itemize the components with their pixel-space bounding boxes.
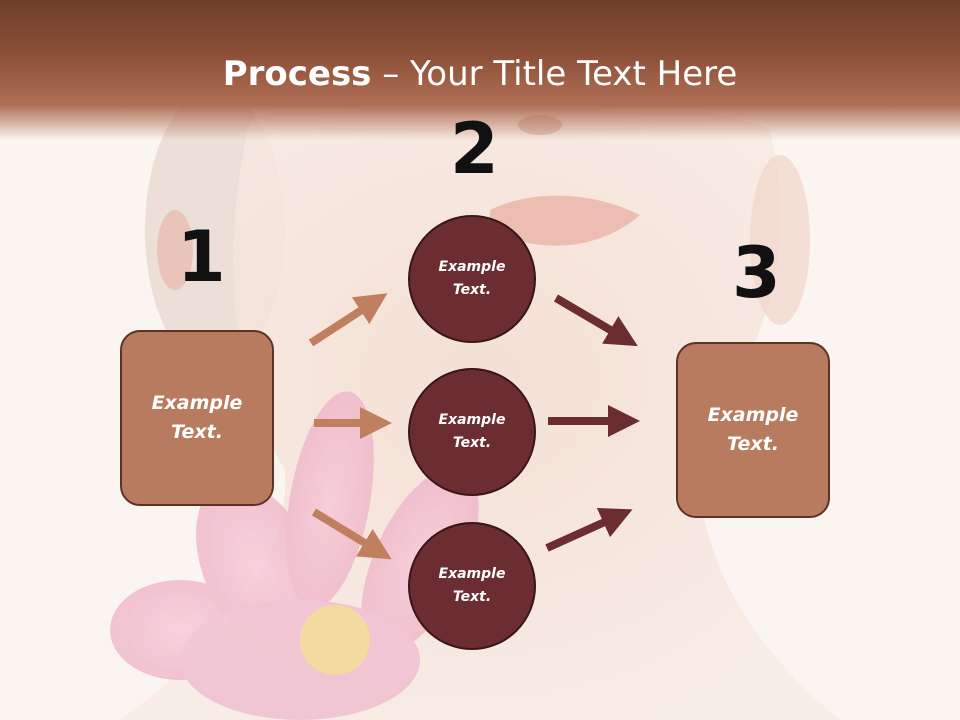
title-bold: Process	[222, 54, 372, 94]
left-process-box: Example Text.	[120, 330, 274, 506]
step-number-1: 1	[177, 216, 226, 298]
step-number-3: 3	[732, 232, 781, 314]
right-process-box: Example Text.	[676, 342, 830, 518]
title-bar	[0, 0, 960, 140]
title-rest: – Your Title Text Here	[371, 54, 738, 94]
slide-title: Process – Your Title Text Here	[0, 52, 960, 96]
circle-1-label: Example Text.	[438, 259, 506, 298]
arrow-to-circle-1	[308, 293, 388, 347]
left-box-label: Example Text.	[151, 392, 243, 443]
process-circle-3: Example Text.	[408, 522, 536, 650]
arrow-from-circle-3	[545, 507, 633, 552]
process-circle-2: Example Text.	[408, 368, 536, 496]
arrow-to-circle-3	[311, 508, 392, 560]
circle-2-label: Example Text.	[438, 412, 506, 451]
circle-3-label: Example Text.	[438, 566, 506, 605]
right-box-label: Example Text.	[707, 404, 799, 455]
step-number-2: 2	[450, 108, 499, 190]
arrow-from-circle-1	[553, 294, 638, 347]
process-circle-1: Example Text.	[408, 215, 536, 343]
